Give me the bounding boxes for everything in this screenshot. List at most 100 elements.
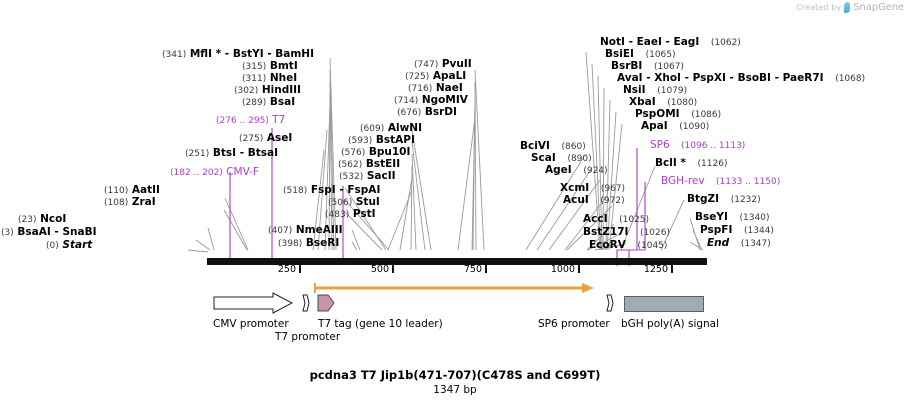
label-bsaai-snabi[interactable]: (3) BsaAI - SnaBI: [1, 226, 96, 239]
label-position: (972): [600, 196, 625, 206]
label-btsi-btsai[interactable]: (251) BtsI - BtsaI: [185, 147, 278, 160]
label-alwni[interactable]: (609) AlwNI: [360, 122, 422, 135]
label-name: SP6: [650, 139, 670, 151]
label-pvuii[interactable]: (747) PvuII: [414, 58, 472, 71]
label-position: (1340): [739, 213, 770, 223]
label-sp6-primer[interactable]: SP6 (1096 .. 1113): [650, 139, 745, 152]
label-name: HindIII: [261, 84, 301, 96]
label-name: EcoRV: [589, 239, 626, 251]
label-pspfi[interactable]: PspFI (1344): [700, 224, 774, 237]
label-psti[interactable]: (483) PstI: [325, 208, 376, 221]
label-position: (676): [397, 108, 422, 118]
label-bsrbi[interactable]: BsrBI (1067): [611, 60, 684, 73]
label-bstz17i[interactable]: BstZ17I (1026): [583, 226, 670, 239]
label-name: BsaAI - SnaBI: [17, 226, 97, 238]
label-position: (1062): [710, 38, 741, 48]
label-bsiei[interactable]: BsiEI (1065): [605, 48, 676, 61]
label-bsai[interactable]: (289) BsaI: [242, 96, 295, 109]
label-btgzi[interactable]: BtgZI (1232): [687, 193, 761, 206]
label-bcivi[interactable]: BciVI (860): [520, 140, 586, 153]
label-ncoi[interactable]: (23) NcoI: [18, 213, 66, 226]
label-position: (1344): [744, 226, 774, 236]
feature-label-bgh-polya: bGH poly(A) signal: [621, 318, 720, 330]
label-bseyi[interactable]: BseYI (1340): [695, 211, 769, 224]
ruler-tick-label: 500: [370, 264, 389, 275]
sequence-ruler[interactable]: 250 500 750 1000 1250: [207, 258, 707, 280]
ruler-tick-label: 250: [277, 264, 296, 275]
label-position: (725): [405, 72, 430, 82]
label-position: (1025): [619, 215, 650, 225]
label-position: (407): [268, 226, 293, 236]
label-apali[interactable]: (725) ApaLI: [405, 70, 466, 83]
label-position: (1232): [730, 195, 761, 205]
label-xcmi[interactable]: XcmI (967): [560, 182, 625, 195]
label-position: (1096 .. 1113): [681, 141, 746, 151]
label-sacii[interactable]: (532) SacII: [339, 170, 396, 183]
label-t7-primer[interactable]: (276 .. 295) T7: [216, 114, 285, 127]
label-name: PspOMI: [635, 108, 680, 120]
label-name: AccI: [583, 213, 608, 225]
label-apai[interactable]: ApaI (1090): [641, 120, 709, 133]
label-name: NgoMIV: [421, 94, 468, 106]
label-fspi-fspai[interactable]: (518) FspI - FspAI: [283, 184, 380, 197]
enzyme-label-layer: (341) MflI * - BstYI - BamHI (315) BmtI …: [1, 36, 865, 252]
label-position: (1126): [697, 159, 728, 169]
label-position: (398): [278, 239, 303, 249]
label-ngomiv[interactable]: (714) NgoMIV: [394, 94, 468, 107]
label-naei[interactable]: (716) NaeI: [408, 82, 463, 95]
label-zrai[interactable]: (108) ZraI: [104, 196, 156, 209]
label-noti-eaei-eagi[interactable]: NotI - EaeI - EagI (1062): [600, 36, 741, 49]
label-position: (275): [239, 134, 264, 144]
feature-t7-tag[interactable]: [317, 292, 335, 314]
label-stui[interactable]: (506) StuI: [328, 196, 380, 209]
label-ecorv[interactable]: EcoRV (1045): [589, 239, 667, 252]
label-nmeaiii[interactable]: (407) NmeAIII: [268, 224, 343, 237]
label-xbai[interactable]: XbaI (1080): [629, 96, 697, 109]
label-bmti[interactable]: (315) BmtI: [242, 60, 298, 73]
label-name: NheI: [269, 72, 298, 84]
label-position: (506): [328, 198, 353, 208]
label-nhei[interactable]: (311) NheI: [242, 72, 297, 85]
label-scai[interactable]: ScaI (890): [531, 152, 592, 165]
label-name: BsrBI: [611, 60, 643, 72]
label-bpu10i[interactable]: (576) Bpu10I: [341, 146, 410, 159]
label-bsrdi[interactable]: (676) BsrDI: [397, 106, 457, 119]
orf-arrow[interactable]: [314, 282, 594, 294]
label-acui[interactable]: AcuI (972): [563, 194, 625, 207]
label-name: BtsI - BtsaI: [212, 147, 278, 159]
watermark-brand: SnapGene: [853, 2, 904, 13]
label-asei[interactable]: (275) AseI: [239, 132, 292, 145]
label-bgh-rev-primer[interactable]: BGH-rev (1133 .. 1150): [661, 175, 780, 188]
label-agei[interactable]: AgeI (924): [545, 164, 608, 177]
label-pspomi[interactable]: PspOMI (1086): [635, 108, 721, 121]
label-start[interactable]: (0) Start: [46, 239, 92, 252]
label-name: NcoI: [40, 213, 67, 225]
label-mfli-bstyi-bamhi[interactable]: (341) MflI * - BstYI - BamHI: [162, 48, 314, 61]
label-position: (289): [242, 98, 267, 108]
label-position: (1026): [640, 228, 670, 238]
label-bsteii[interactable]: (562) BstEII: [338, 158, 400, 171]
label-avai-xhoi-pspxi-bsobi-paer7i[interactable]: AvaI - XhoI - PspXI - BsoBI - PaeR7I (10…: [617, 72, 865, 85]
label-position: (276 .. 295): [216, 116, 269, 126]
label-cmv-f-primer[interactable]: (182 .. 202) CMV-F: [170, 166, 259, 179]
label-acci[interactable]: AccI (1025): [583, 213, 649, 226]
feature-sp6-promoter[interactable]: [604, 293, 616, 313]
label-position: (108): [104, 198, 129, 208]
label-name: ApaLI: [432, 70, 467, 82]
snapgene-logo-icon: [843, 2, 851, 13]
label-aatii[interactable]: (110) AatII: [104, 184, 160, 197]
label-name: T7: [272, 114, 286, 126]
label-bseri[interactable]: (398) BseRI: [278, 237, 339, 250]
feature-bgh-polya[interactable]: [624, 296, 704, 312]
label-bcli[interactable]: BclI * (1126): [655, 157, 727, 170]
label-name: End: [707, 237, 730, 249]
feature-cmv-promoter[interactable]: [213, 292, 293, 314]
label-hindiii[interactable]: (302) HindIII: [234, 84, 301, 97]
label-position: (967): [600, 184, 626, 194]
feature-t7-promoter[interactable]: [300, 293, 312, 313]
label-nsii[interactable]: NsiI (1079): [623, 84, 687, 97]
label-bstapi[interactable]: (593) BstAPI: [348, 134, 415, 147]
label-end[interactable]: End (1347): [707, 237, 771, 250]
label-name: FspI - FspAI: [310, 184, 381, 196]
label-name: BmtI: [269, 60, 298, 72]
